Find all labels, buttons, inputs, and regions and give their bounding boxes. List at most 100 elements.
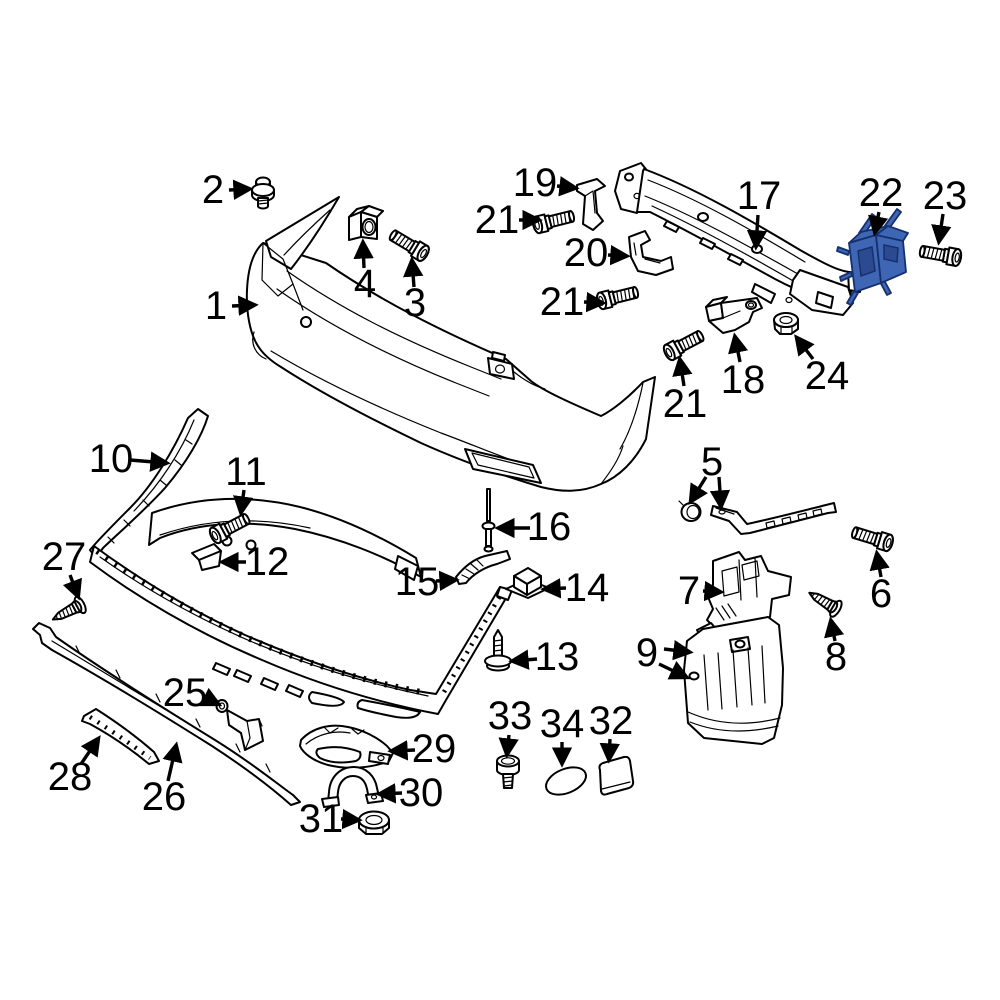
part-6-bolt [849, 522, 896, 554]
callout-arrow-11 [233, 489, 254, 517]
callout-label-28: 28 [48, 755, 93, 799]
callout-arrow-5 [709, 476, 731, 511]
part-32-plug [598, 755, 635, 796]
callout-arrow-20 [607, 244, 631, 266]
part-13-screw [484, 629, 512, 672]
part-4-sensor-retainer [348, 205, 384, 241]
callout-label-14: 14 [565, 566, 610, 610]
callout-arrow-9 [658, 661, 691, 680]
part-21-bolt-c [660, 326, 708, 363]
callout-arrow-4 [353, 238, 374, 269]
callout-label-23: 23 [923, 174, 968, 218]
part-29-tow-hook-cover [299, 724, 394, 769]
callout-arrow-1 [231, 295, 259, 316]
part-8-screw [803, 584, 845, 620]
callout-label-27: 27 [42, 535, 87, 579]
callout-label-1: 1 [205, 284, 227, 328]
callout-arrow-10 [129, 451, 171, 472]
callout-arrow-33 [498, 734, 519, 759]
callout-arrow-30 [375, 783, 403, 804]
part-7-bracket [696, 551, 792, 638]
callout-label-16: 16 [527, 505, 572, 549]
callout-label-5: 5 [701, 440, 723, 484]
part-27-screw [47, 594, 90, 629]
callout-arrow-28 [79, 735, 101, 765]
callout-label-21: 21 [475, 198, 520, 242]
callout-label-18: 18 [721, 358, 766, 402]
callout-label-34: 34 [540, 702, 585, 746]
callout-arrow-27 [62, 574, 82, 601]
part-19-bracket [576, 178, 606, 231]
part-25-bracket [215, 699, 264, 751]
part-28-strip [81, 708, 160, 765]
part-20-bracket [628, 230, 674, 276]
callout-label-13: 13 [535, 635, 580, 679]
callout-arrow-6 [869, 549, 890, 578]
callout-arrow-21 [583, 291, 607, 313]
callout-label-10: 10 [89, 437, 134, 481]
callout-arrow-18 [728, 332, 749, 363]
part-23-bolt [917, 241, 964, 268]
callout-label-32: 32 [589, 699, 634, 743]
callout-label-21: 21 [540, 280, 585, 324]
callout-arrow-26 [162, 741, 183, 782]
part-15-bracket [455, 550, 511, 585]
callout-arrow-19 [556, 176, 580, 197]
part-33-bolt [496, 754, 520, 789]
part-14-clip-nut [505, 567, 550, 599]
callout-label-26: 26 [142, 775, 187, 819]
callout-label-21: 21 [663, 382, 708, 426]
callout-label-17: 17 [737, 174, 782, 218]
callout-label-12: 12 [245, 540, 290, 584]
part-1-bumper-cover [245, 196, 656, 492]
part-12-clip [191, 543, 222, 571]
callout-label-33: 33 [488, 694, 533, 738]
callout-label-6: 6 [870, 572, 892, 616]
callout-label-29: 29 [412, 727, 457, 771]
callout-arrow-7 [702, 580, 725, 602]
callout-arrow-24 [794, 334, 815, 361]
callout-arrow-14 [540, 578, 567, 599]
callout-label-31: 31 [299, 797, 344, 841]
callout-arrow-21 [672, 355, 693, 387]
callout-label-3: 3 [404, 281, 426, 325]
callout-label-20: 20 [564, 231, 609, 275]
callout-label-22: 22 [859, 171, 904, 215]
part-21-bolt-b [594, 282, 641, 312]
callout-label-7: 7 [678, 569, 700, 613]
callout-label-24: 24 [805, 354, 850, 398]
callout-arrow-15 [435, 570, 460, 592]
callout-label-15: 15 [395, 560, 440, 604]
callout-arrow-8 [824, 616, 845, 642]
callout-label-19: 19 [513, 161, 558, 205]
callout-arrow-22 [868, 211, 889, 237]
part-24-flange-nut [773, 312, 799, 335]
callout-label-30: 30 [399, 771, 444, 815]
callout-label-8: 8 [825, 635, 847, 679]
callout-arrow-5 [688, 476, 708, 506]
part-16-pin [481, 488, 496, 553]
callout-arrow-23 [931, 213, 952, 246]
callout-arrow-32 [599, 738, 620, 764]
callout-label-25: 25 [163, 671, 208, 715]
callout-arrow-25 [199, 687, 223, 707]
part-5-push-clip [678, 500, 702, 522]
callout-arrow-29 [387, 740, 416, 761]
callout-label-9: 9 [636, 631, 658, 675]
callout-label-4: 4 [354, 262, 376, 306]
callout-arrow-2 [228, 179, 254, 200]
callout-arrow-9 [663, 640, 694, 661]
part-5-side-rail [710, 502, 837, 535]
callout-arrow-3 [403, 256, 424, 288]
part-9-splash-shield [683, 616, 784, 745]
callout-arrow-13 [508, 649, 538, 670]
callout-label-11: 11 [225, 450, 267, 494]
callout-arrow-31 [340, 808, 363, 830]
part-18-bracket [705, 296, 763, 334]
part-26-lower-strip [32, 622, 301, 806]
part-2-screw [251, 176, 275, 210]
callout-label-2: 2 [202, 168, 224, 212]
